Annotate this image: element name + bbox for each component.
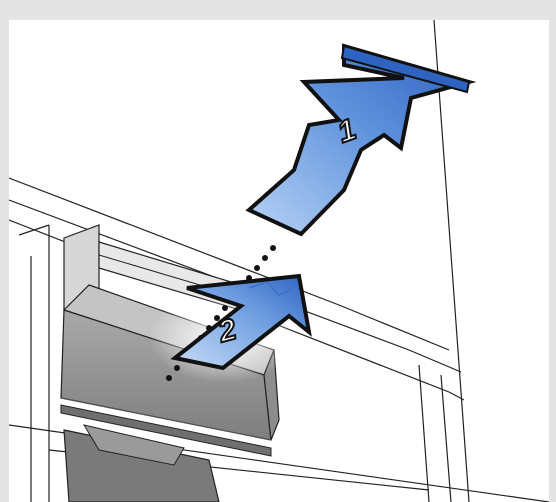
arrow-2 (170, 273, 312, 371)
illustration-panel: 2 1 (9, 20, 549, 502)
installation-diagram: 2 1 (9, 20, 549, 502)
arrow-1 (245, 43, 477, 237)
